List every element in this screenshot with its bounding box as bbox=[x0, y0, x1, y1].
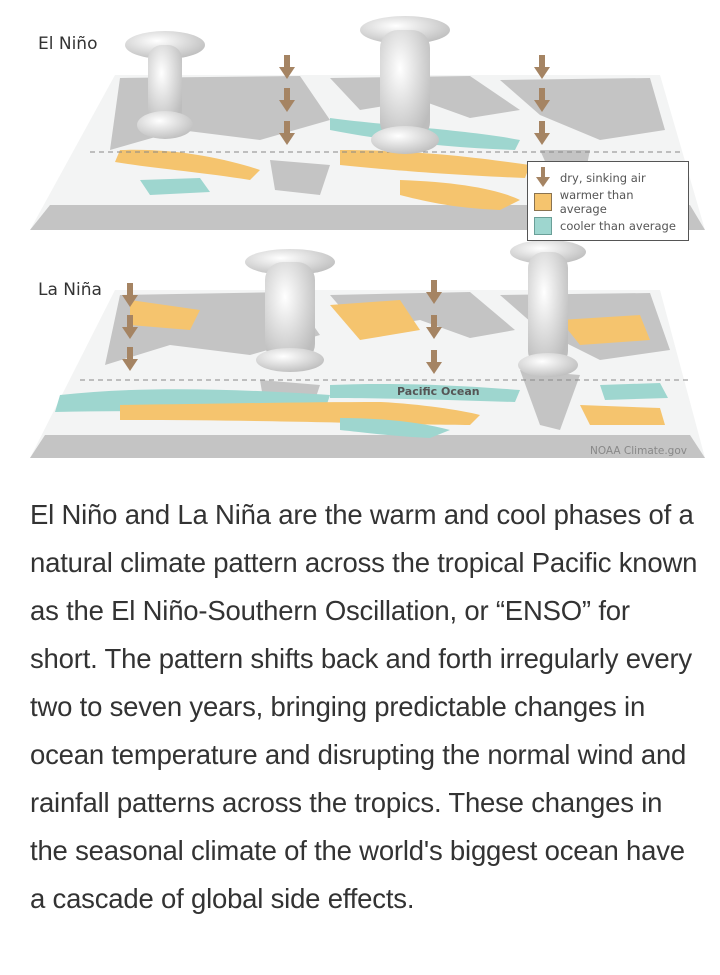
legend-item-warmer: warmer than average bbox=[534, 188, 682, 216]
legend-item-cooler: cooler than average bbox=[534, 214, 682, 238]
image-credit: NOAA Climate.gov bbox=[590, 445, 687, 457]
map-legend: dry, sinking air warmer than average coo… bbox=[527, 161, 689, 241]
la-nina-map bbox=[30, 240, 705, 458]
el-nino-label: El Niño bbox=[38, 34, 98, 54]
la-nina-label: La Niña bbox=[38, 280, 102, 300]
cloud-tower bbox=[245, 249, 335, 372]
legend-item-sinking-air: dry, sinking air bbox=[534, 166, 682, 190]
enso-illustration: El Niño La Niña dry, sinking air warmer … bbox=[0, 0, 720, 470]
enso-maps bbox=[30, 16, 705, 458]
cloud-tower bbox=[125, 31, 205, 139]
article-paragraph: El Niño and La Niña are the warm and coo… bbox=[30, 499, 698, 914]
orange-swatch-icon bbox=[534, 193, 552, 211]
legend-label: cooler than average bbox=[560, 219, 676, 233]
cloud-tower bbox=[360, 16, 450, 154]
legend-label: warmer than average bbox=[559, 188, 634, 216]
pacific-ocean-label: Pacific Ocean bbox=[397, 385, 480, 398]
cloud-tower bbox=[510, 240, 586, 377]
legend-label: dry, sinking air bbox=[560, 171, 646, 185]
down-arrow-icon bbox=[534, 166, 552, 190]
teal-swatch-icon bbox=[534, 217, 552, 235]
el-nino-map bbox=[30, 16, 705, 230]
